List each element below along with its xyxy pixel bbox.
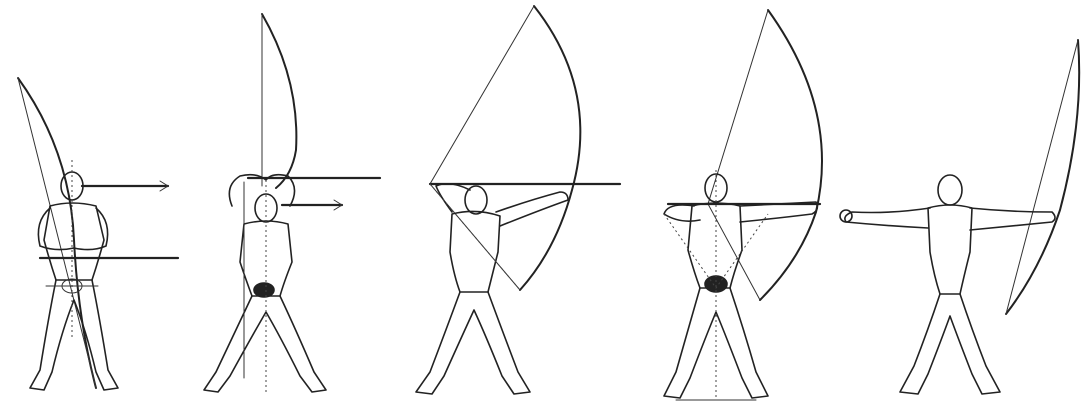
bowstring-1 [18,78,96,388]
archer-figure-2 [204,14,380,392]
torso-3 [450,211,500,292]
legs-3 [416,292,530,394]
bowstring-4 [708,10,768,300]
archer-figure-5 [840,40,1079,394]
hip-target-4 [705,276,727,292]
torso-5 [928,205,972,294]
hip-target-2 [254,283,274,297]
archer-figure-3 [416,6,620,394]
head-5 [938,175,962,205]
head-2 [255,194,277,222]
bowstring-3 [430,6,534,290]
bow-3 [520,6,580,290]
bow-2 [262,14,296,188]
arms-3 [436,184,568,226]
archer-figure-4 [664,10,822,400]
head-3 [465,186,487,214]
archer-figure-1 [18,78,178,390]
legs-5 [900,294,1000,394]
arms-5 [845,208,1055,230]
legs-1 [30,280,118,390]
bow-4 [760,10,822,300]
legs-2 [204,296,326,392]
